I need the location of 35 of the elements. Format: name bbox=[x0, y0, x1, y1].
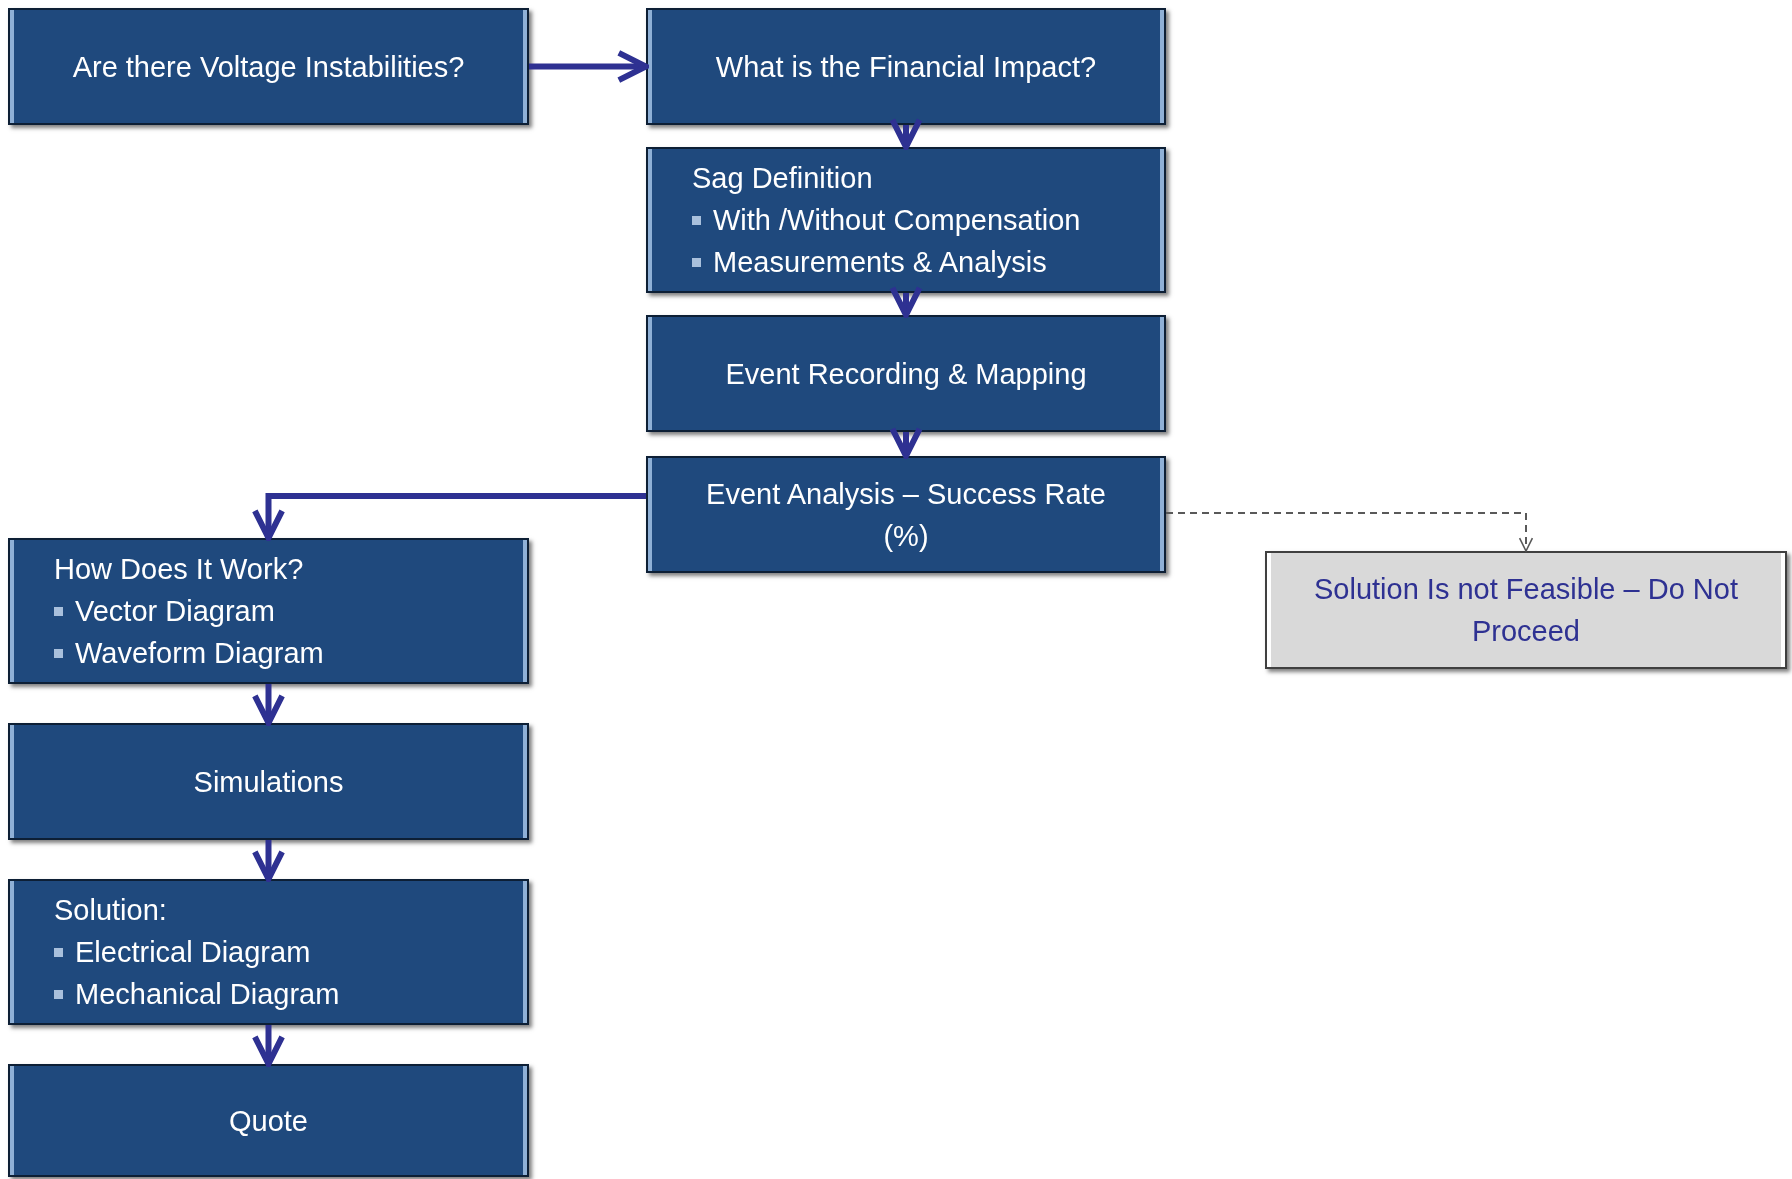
arrow bbox=[889, 284, 923, 318]
process-box bbox=[8, 1064, 529, 1177]
arrow bbox=[251, 840, 286, 882]
process-box bbox=[646, 315, 1166, 432]
arrow bbox=[251, 684, 286, 726]
process-box bbox=[646, 8, 1166, 125]
box-heading: Sag Definition bbox=[692, 161, 873, 196]
bullet-text: Vector Diagram bbox=[75, 594, 275, 629]
bullet-text: With /Without Compensation bbox=[713, 203, 1081, 238]
box-text: Solution Is not Feasible – Do Not Proceed bbox=[1313, 572, 1739, 649]
box-text: Quote bbox=[229, 1103, 308, 1139]
box-heading: Solution: bbox=[54, 893, 167, 928]
bullet-text: Waveform Diagram bbox=[75, 636, 324, 671]
box-text: Event Recording & Mapping bbox=[725, 356, 1087, 392]
bullet-text: Mechanical Diagram bbox=[75, 977, 340, 1012]
arrow bbox=[889, 425, 923, 459]
process-box bbox=[646, 456, 1166, 573]
arrow bbox=[1165, 512, 1534, 552]
process-box bbox=[8, 723, 529, 840]
arrow bbox=[251, 1025, 286, 1067]
box-heading: How Does It Work? bbox=[54, 552, 304, 587]
bullet-text: Measurements & Analysis bbox=[713, 245, 1047, 280]
process-box bbox=[646, 147, 1166, 293]
box-text: Are there Voltage Instabilities? bbox=[72, 49, 465, 85]
arrow bbox=[529, 49, 649, 84]
process-box bbox=[8, 879, 529, 1025]
process-box bbox=[8, 538, 529, 684]
box-text: Simulations bbox=[193, 764, 344, 800]
process-box bbox=[8, 8, 529, 125]
box-text: What is the Financial Impact? bbox=[715, 49, 1097, 85]
process-box bbox=[1265, 551, 1787, 669]
bullet-text: Electrical Diagram bbox=[75, 935, 311, 970]
arrow bbox=[251, 493, 646, 541]
arrow bbox=[889, 116, 923, 150]
box-text: Event Analysis – Success Rate (%) bbox=[705, 476, 1107, 554]
